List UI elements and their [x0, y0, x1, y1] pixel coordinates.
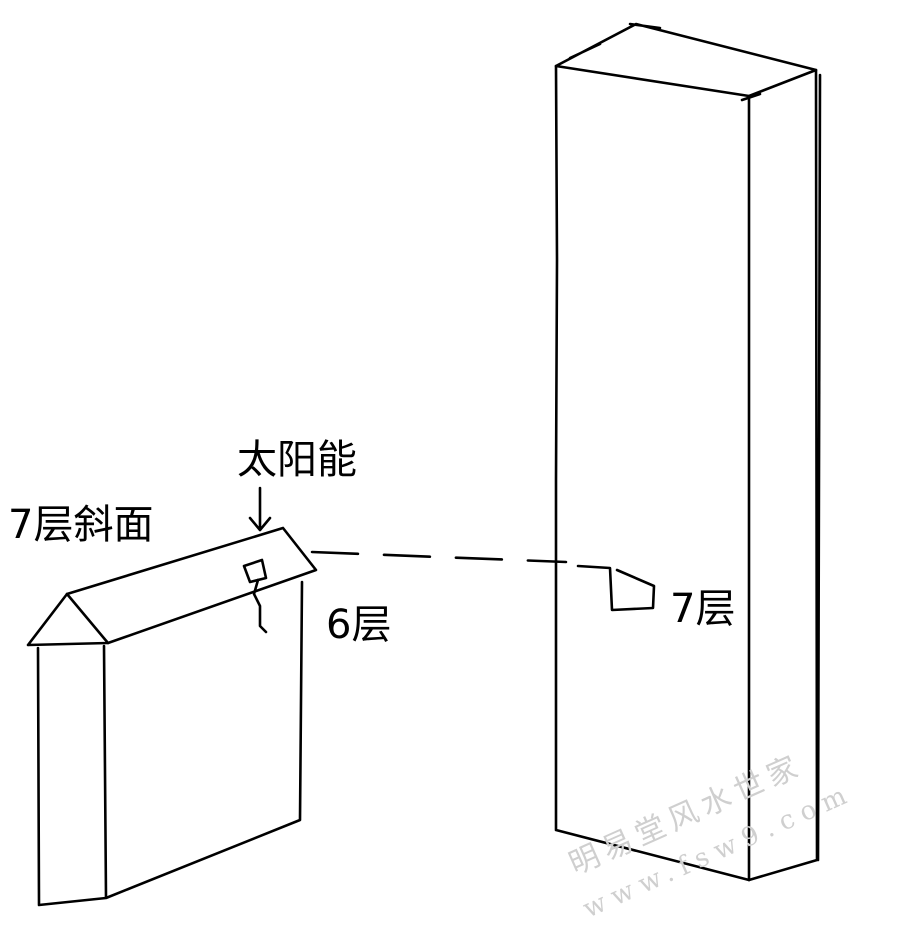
solar-arrow-icon	[248, 486, 272, 532]
low-building-roof-slope	[65, 526, 318, 645]
slope-label: 7层斜面	[8, 502, 153, 548]
solar-heater-pipe	[252, 578, 268, 634]
tall-building-side-face	[747, 68, 822, 882]
tall-building	[554, 22, 822, 882]
solar-heater-panel	[242, 558, 268, 584]
solar-heater	[242, 486, 272, 634]
tall-building-front-face	[554, 64, 751, 882]
solar-label: 太阳能	[237, 437, 357, 483]
low-building-label: 6层	[326, 602, 391, 648]
low-building	[26, 526, 318, 907]
tall-building-label: 7层	[670, 586, 735, 632]
low-building-walls	[36, 580, 304, 907]
dashed-sight-line	[310, 550, 568, 564]
tall-building-window	[576, 564, 656, 612]
low-building-roof-gable	[26, 592, 110, 647]
watermark: 明易堂风水世家 www.fsw9.com	[564, 748, 858, 925]
tall-building-roof	[554, 22, 818, 102]
